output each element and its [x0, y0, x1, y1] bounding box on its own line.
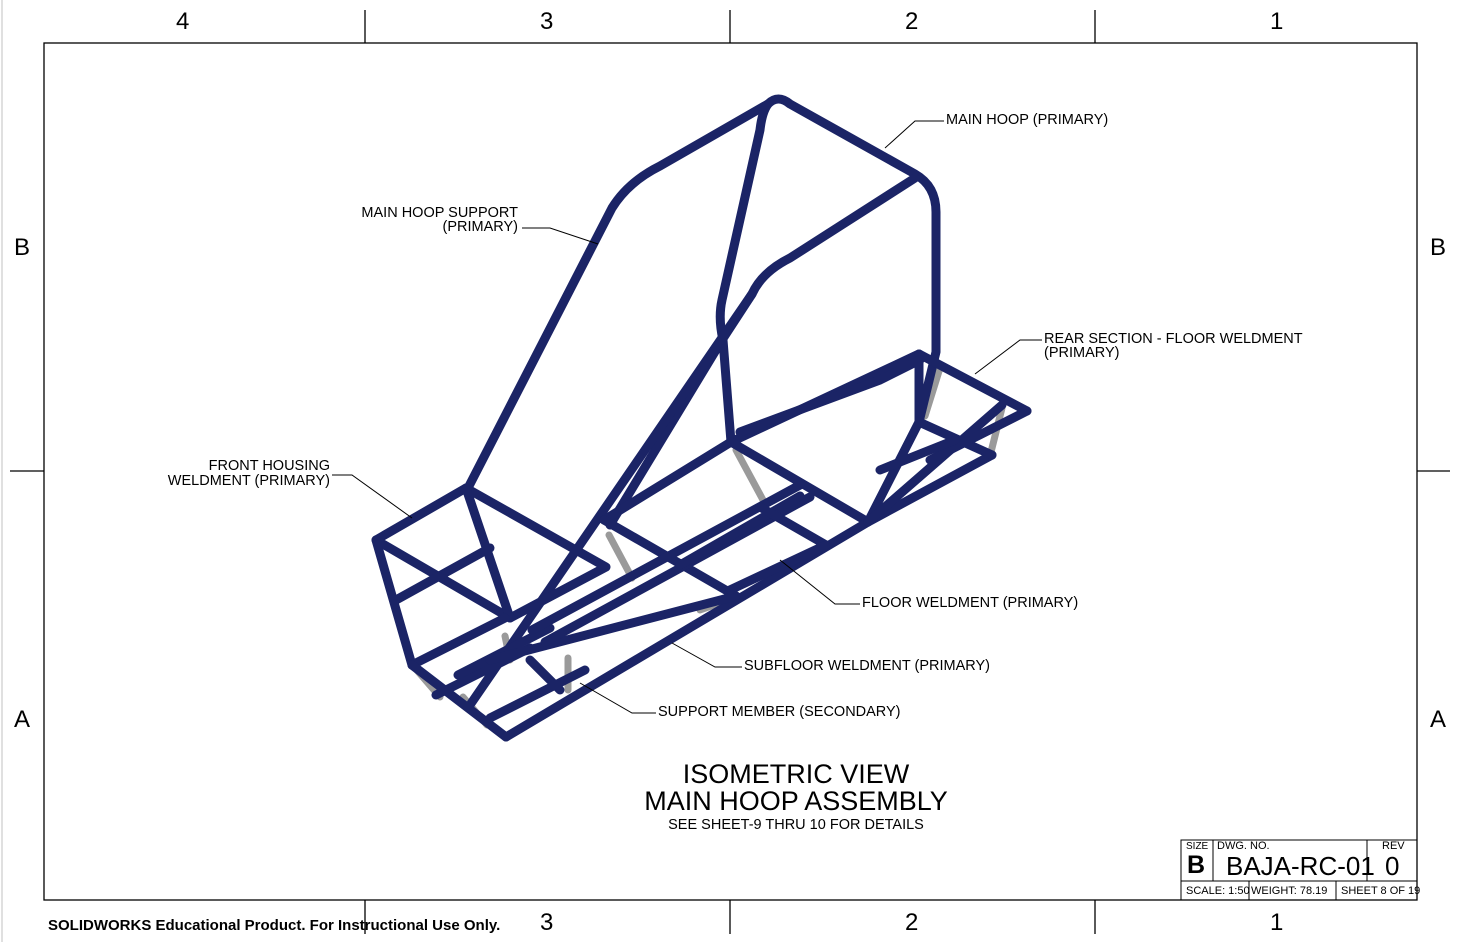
- callout-rear-section: REAR SECTION - FLOOR WELDMENT: [1044, 331, 1303, 347]
- zone-column-label: 4: [176, 8, 190, 35]
- dwg-no-label: DWG. NO.: [1217, 840, 1270, 852]
- callout-main-hoop-support: MAIN HOOP SUPPORT: [361, 205, 518, 221]
- size-label: SIZE: [1186, 841, 1209, 852]
- callout-subfloor-weldment: SUBFLOOR WELDMENT (PRIMARY): [744, 658, 990, 674]
- callout-front-housing-type: WELDMENT (PRIMARY): [167, 473, 330, 489]
- leader-lines: [332, 120, 1042, 714]
- dwg-no-value: BAJA-RC-01: [1226, 851, 1375, 881]
- zone-column-label: 1: [1270, 909, 1284, 936]
- scale-value: SCALE: 1:50: [1186, 885, 1250, 897]
- zone-column-label: 2: [905, 909, 919, 936]
- zone-column-label: 3: [540, 909, 554, 936]
- size-value: B: [1187, 851, 1206, 879]
- title-block: [1180, 839, 1418, 901]
- rev-value: 0: [1385, 851, 1400, 881]
- callout-support-member: SUPPORT MEMBER (SECONDARY): [658, 704, 901, 720]
- rev-label: REV: [1382, 840, 1405, 852]
- callout-front-housing: FRONT HOUSING: [208, 458, 330, 474]
- callout-floor-weldment: FLOOR WELDMENT (PRIMARY): [862, 595, 1079, 611]
- zone-row-label: A: [14, 706, 31, 733]
- view-note: SEE SHEET-9 THRU 10 FOR DETAILS: [668, 817, 924, 833]
- callout-main-hoop: MAIN HOOP (PRIMARY): [946, 112, 1109, 128]
- zone-row-label: A: [1430, 706, 1447, 733]
- view-title: ISOMETRIC VIEW: [682, 759, 910, 789]
- callout-rear-section-type: (PRIMARY): [1044, 345, 1120, 361]
- educational-watermark: SOLIDWORKS Educational Product. For Inst…: [48, 917, 501, 934]
- zone-column-label: 3: [540, 8, 554, 35]
- zone-column-label: 2: [905, 8, 919, 35]
- weight-value: WEIGHT: 78.19: [1251, 885, 1328, 897]
- callout-main-hoop-support-type: (PRIMARY): [442, 219, 518, 235]
- view-subtitle: MAIN HOOP ASSEMBLY: [644, 786, 948, 816]
- zone-row-label: B: [1430, 234, 1447, 261]
- zone-row-label: B: [14, 234, 31, 261]
- sheet-number: SHEET 8 OF 19: [1341, 885, 1421, 897]
- main-hoop-assembly-frame: [371, 94, 1032, 742]
- zone-column-label: 1: [1270, 8, 1284, 35]
